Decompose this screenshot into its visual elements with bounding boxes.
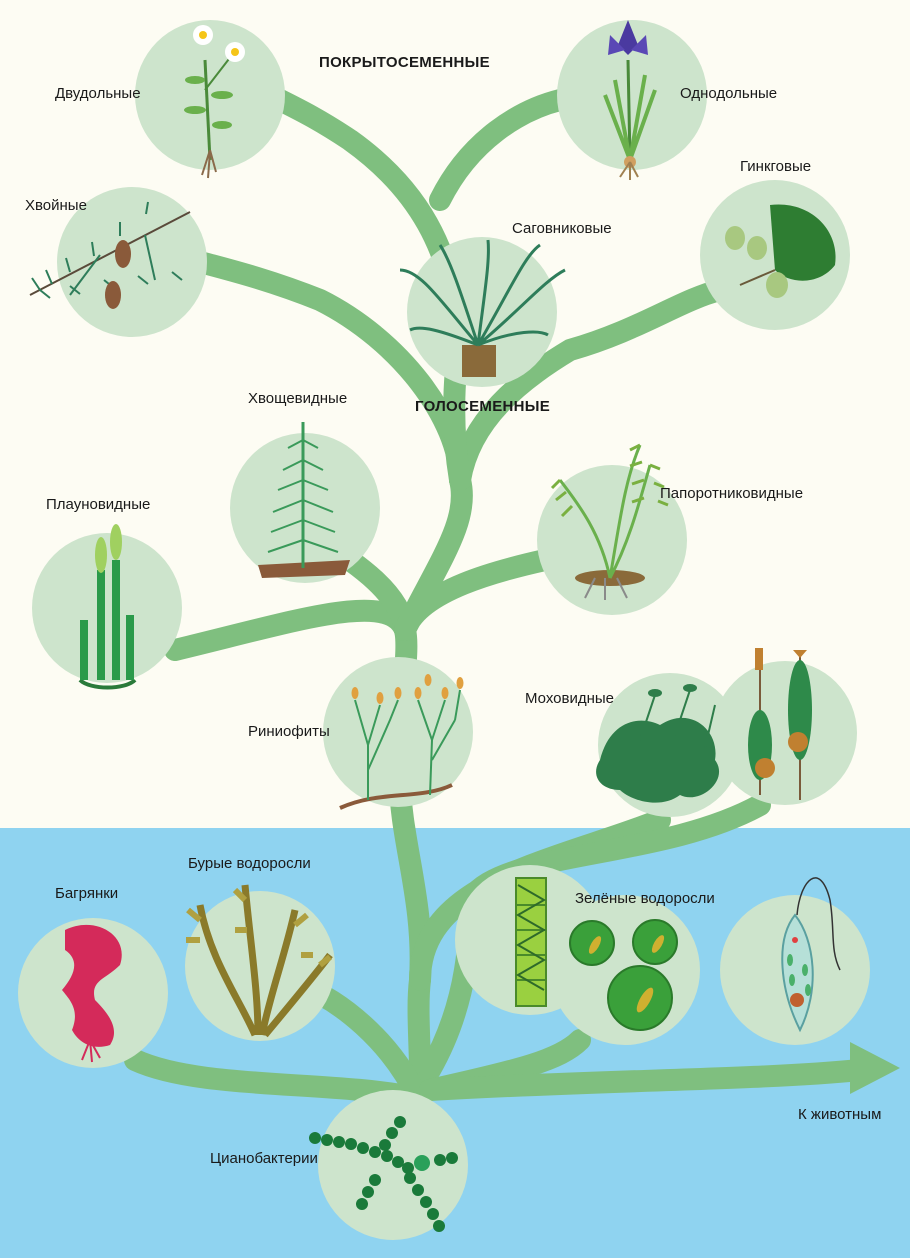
cycads-label: Саговниковые bbox=[512, 220, 612, 237]
conifer-branch-illustration bbox=[29, 201, 191, 309]
rhyniophytes-label: Риниофиты bbox=[248, 723, 330, 740]
clubmosses-label: Плауновидные bbox=[46, 496, 151, 513]
rhyniophytes-circle bbox=[323, 657, 473, 807]
mosses-label: Моховидные bbox=[525, 690, 615, 707]
red-algae-illustration bbox=[62, 924, 122, 1063]
red-algae-label: Багрянки bbox=[55, 885, 119, 902]
mosses-circle-right bbox=[713, 661, 857, 805]
brown-algae-illustration bbox=[186, 884, 333, 1038]
green-algae-label: Зелёные водоросли bbox=[575, 890, 715, 907]
moss-illustration bbox=[596, 648, 812, 803]
green-algae-illustration bbox=[515, 877, 678, 1031]
horsetail-illustration bbox=[258, 422, 350, 578]
ferns-circle bbox=[537, 465, 687, 615]
clubmosses-circle bbox=[32, 533, 182, 683]
to-animals-label: К животным bbox=[798, 1106, 882, 1123]
fern-illustration bbox=[550, 443, 669, 600]
ginkgo-label: Гинкговые bbox=[740, 158, 812, 175]
dicot-plant-illustration bbox=[184, 25, 245, 179]
rhyniophyte-illustration bbox=[339, 674, 464, 810]
cycad-illustration bbox=[399, 239, 566, 377]
dicots-label: Двудольные bbox=[55, 85, 141, 102]
cyanobacteria-illustration bbox=[309, 1116, 458, 1232]
monocots-label: Однодольные bbox=[680, 85, 778, 102]
monocot-plant-illustration bbox=[603, 20, 657, 180]
brown-algae-label: Бурые водоросли bbox=[188, 855, 311, 872]
horsetails-circle bbox=[230, 433, 380, 583]
gymnosperms-group-label: ГОЛОСЕМЕННЫЕ bbox=[415, 398, 551, 415]
clubmoss-illustration bbox=[78, 524, 137, 690]
brown-algae-circle bbox=[185, 891, 335, 1041]
cyanobacteria-label: Цианобактерии bbox=[210, 1150, 318, 1167]
to-animals-arrow-head bbox=[850, 1042, 900, 1094]
protist-illustration bbox=[781, 877, 841, 1033]
dicots-circle bbox=[135, 20, 285, 170]
angiosperms-group-label: ПОКРЫТОСЕМЕННЫЕ bbox=[319, 54, 490, 71]
horsetails-label: Хвощевидные bbox=[248, 390, 348, 407]
monocots-circle bbox=[557, 20, 707, 170]
ferns-label: Папоротниковидные bbox=[660, 485, 804, 502]
conifers-circle bbox=[57, 187, 207, 337]
ginkgo-illustration bbox=[725, 204, 836, 298]
conifers-label: Хвойные bbox=[25, 197, 87, 214]
